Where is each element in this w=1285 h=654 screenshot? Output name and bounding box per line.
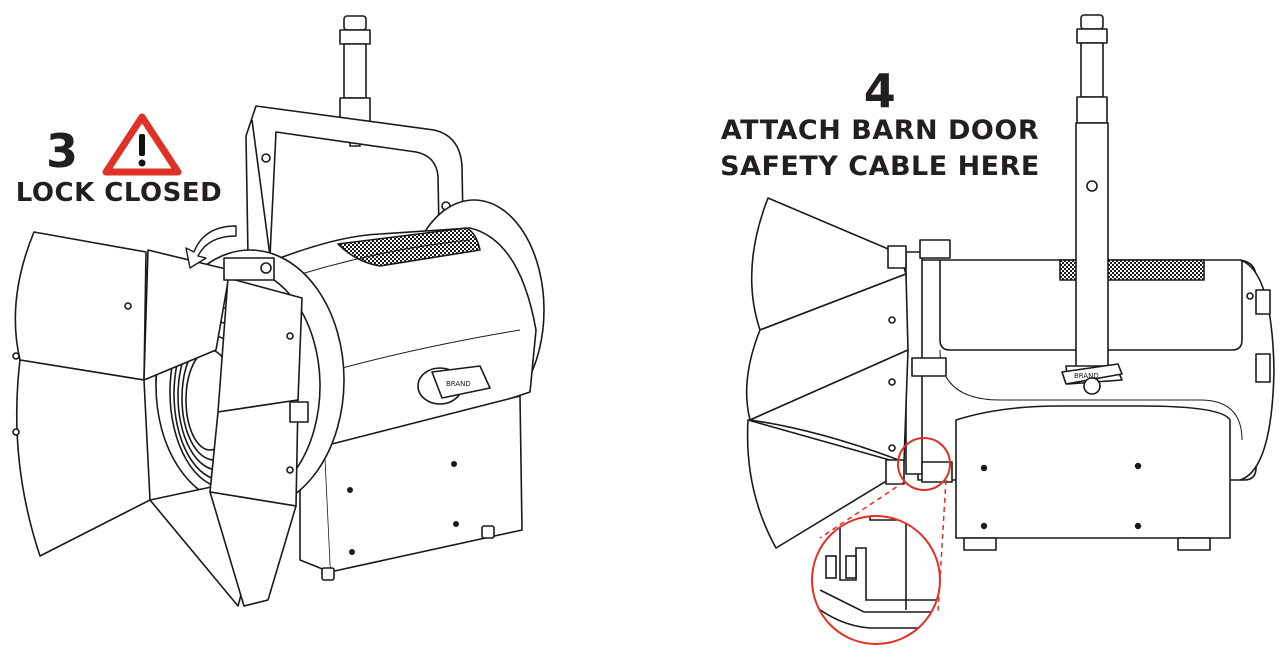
fresnel-fixture-step3: BRAND [12,15,545,607]
step3-instruction: LOCK CLOSED [15,178,223,208]
front-frame-right [905,239,953,483]
step4-number: 4 [863,64,897,118]
step4-instruction-line2: SAFETY CABLE HERE [720,151,1040,182]
fixture-body-left: BRAND [249,199,545,581]
rotate-arrow-icon [185,225,237,269]
yoke-right: BRAND [1061,122,1123,395]
svg-text:BRAND: BRAND [1074,372,1099,380]
safety-cable-callout [811,437,951,645]
step4-instruction-line1: ATTACH BARN DOOR [720,115,1040,146]
barn-doors-left [12,231,309,607]
step3-number: 3 [46,124,79,178]
spigot-right [1076,14,1108,124]
fresnel-fixture-step4: BRAND [745,14,1275,551]
barn-doors-right [745,197,909,549]
warning-triangle-icon [102,113,182,176]
svg-text:BRAND: BRAND [446,380,471,388]
